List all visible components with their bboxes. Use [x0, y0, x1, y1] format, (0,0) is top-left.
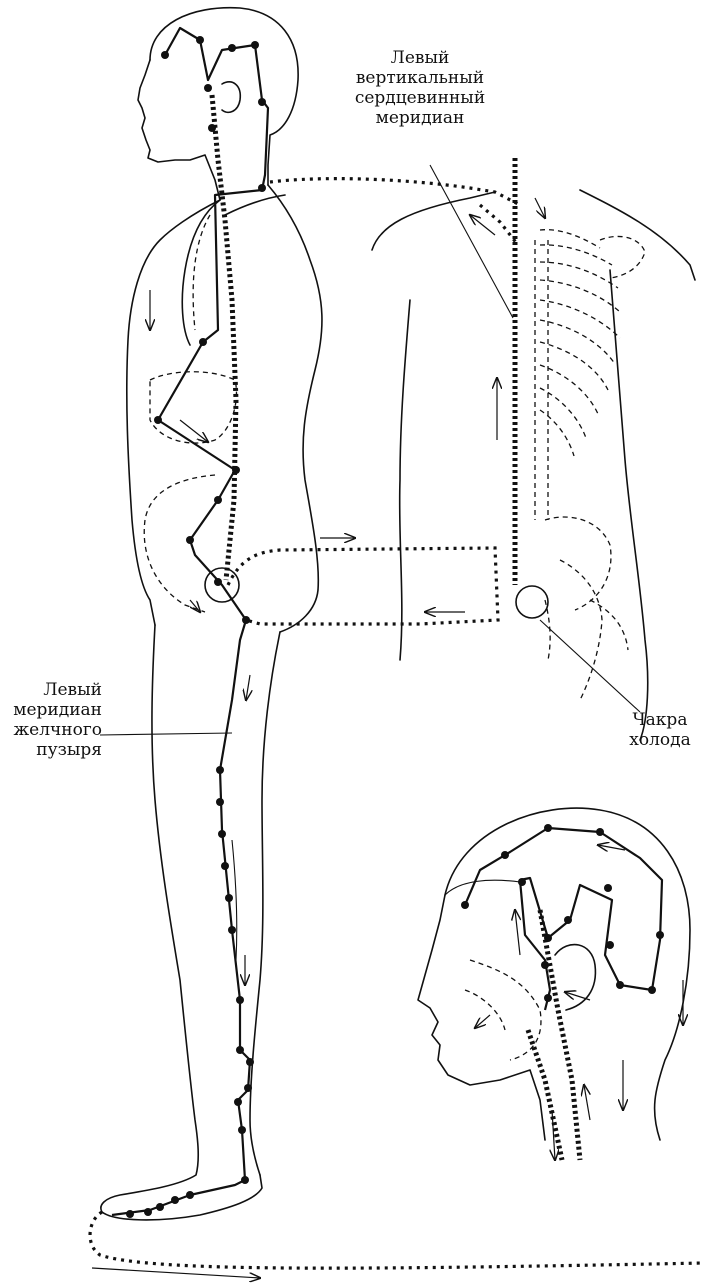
chakra-circle-side — [204, 567, 240, 603]
torso-back — [267, 184, 323, 633]
arrow-head-neck-down — [552, 1109, 555, 1160]
back-figure — [371, 189, 696, 741]
belly-path — [143, 474, 216, 613]
chakra-circle-back — [515, 585, 549, 619]
head-detail-ear — [554, 943, 597, 1011]
arrow-head-top — [598, 845, 626, 850]
back-side-left — [398, 299, 411, 661]
leader-heart-meridian — [429, 164, 514, 319]
foot-outline — [101, 1174, 263, 1221]
head-outline — [149, 6, 299, 186]
arrow-head-ear — [565, 992, 591, 1001]
jaw-outline — [469, 959, 542, 1061]
leg-front — [100, 624, 200, 1213]
head-detail-hairline — [444, 879, 521, 896]
label-gallbladder-meridian: Левый меридиан желчного пузыря — [13, 680, 102, 760]
arm-outline — [181, 199, 221, 346]
arrow-shoulder-up — [470, 215, 496, 236]
torso-front — [125, 199, 221, 626]
back-shoulder-path — [478, 203, 520, 246]
arrow-head-face-up — [515, 910, 520, 956]
arrow-foot — [91, 1267, 260, 1278]
leg-back — [249, 631, 281, 1176]
foot-loop-path — [88, 1210, 705, 1270]
heart-meridian-line-head — [537, 909, 583, 1161]
arrow-shoulder-down — [534, 197, 545, 218]
back-side-right — [609, 269, 649, 741]
leader-cold-chakra — [539, 619, 641, 713]
ribcage — [534, 229, 646, 520]
head-detail-face — [417, 894, 546, 1141]
head-detail-outline — [444, 807, 691, 1141]
shoulder-line — [224, 194, 286, 216]
arrow-head-neck-up — [584, 1085, 591, 1121]
heart-meridian-line-side — [209, 94, 239, 581]
back-shoulder-right — [579, 189, 696, 281]
face-profile — [137, 59, 221, 201]
knee-line — [231, 839, 238, 961]
standing-figure — [100, 6, 323, 1221]
organ-outline — [149, 371, 238, 444]
head-detail — [417, 807, 691, 1141]
label-heart-meridian: Левый вертикальный сердцевинный меридиан — [354, 48, 486, 128]
arrow-belly — [190, 599, 200, 612]
leader-gallbladder — [99, 732, 233, 736]
cheek-path — [464, 989, 506, 1031]
acupoints-side — [126, 36, 266, 1218]
arm-inner-path — [192, 214, 211, 331]
arrow-abdomen — [179, 419, 208, 442]
arrow-head-jaw — [475, 1014, 491, 1028]
arrow-thigh — [246, 674, 250, 700]
neck-to-back-path — [269, 177, 521, 207]
ear-outline — [221, 81, 242, 114]
back-shoulder-left — [371, 191, 496, 251]
acupoints-head — [461, 824, 664, 1002]
label-cold-chakra: Чакра холода — [629, 710, 691, 750]
gallbladder-meridian-head — [463, 826, 664, 1011]
pelvis — [544, 516, 629, 701]
